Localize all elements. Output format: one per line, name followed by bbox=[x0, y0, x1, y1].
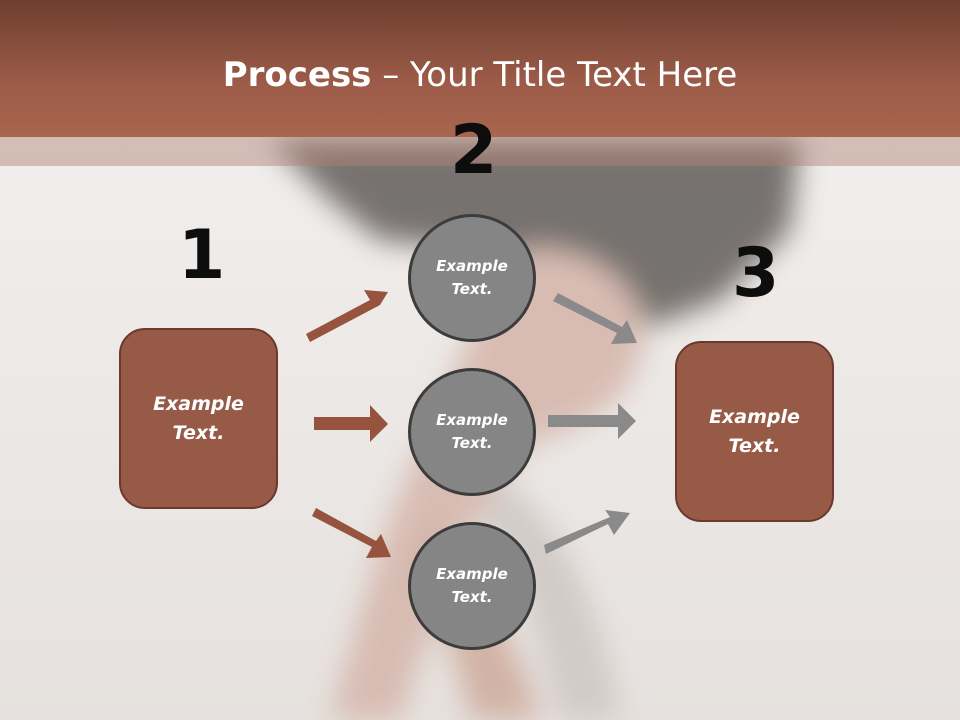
title-band bbox=[0, 137, 960, 166]
step-number-1: 1 bbox=[178, 216, 226, 295]
step-number-3: 3 bbox=[732, 234, 780, 313]
circle-top-line-1: Example bbox=[436, 257, 508, 275]
circle-middle: Example Text. bbox=[408, 368, 536, 496]
left-box-line-2: Text. bbox=[172, 421, 225, 444]
step-number-2: 2 bbox=[450, 111, 498, 190]
title-bold: Process bbox=[222, 55, 372, 95]
circle-middle-text: Example Text. bbox=[436, 409, 508, 455]
left-step-box: Example Text. bbox=[119, 328, 278, 509]
arrow-left-to-mid bbox=[314, 405, 388, 442]
circle-bottom: Example Text. bbox=[408, 522, 536, 650]
arrow-left-to-top bbox=[306, 290, 388, 342]
circle-top-text: Example Text. bbox=[436, 255, 508, 301]
slide-title: Process – Your Title Text Here bbox=[0, 52, 960, 98]
circle-top: Example Text. bbox=[408, 214, 536, 342]
right-box-text: Example Text. bbox=[709, 403, 800, 461]
arrow-bottom-to-right bbox=[544, 510, 630, 554]
left-box-text: Example Text. bbox=[153, 390, 244, 448]
circle-bottom-line-1: Example bbox=[436, 565, 508, 583]
title-rest: – Your Title Text Here bbox=[371, 55, 738, 95]
circle-top-line-2: Text. bbox=[451, 280, 493, 298]
right-step-box: Example Text. bbox=[675, 341, 834, 522]
circle-middle-line-1: Example bbox=[436, 411, 508, 429]
circle-middle-line-2: Text. bbox=[451, 434, 493, 452]
circle-bottom-line-2: Text. bbox=[451, 588, 493, 606]
right-box-line-2: Text. bbox=[728, 434, 781, 457]
arrow-left-to-bottom bbox=[312, 508, 391, 558]
left-box-line-1: Example bbox=[153, 392, 244, 415]
title-bar bbox=[0, 0, 960, 137]
circle-bottom-text: Example Text. bbox=[436, 563, 508, 609]
arrow-top-to-right bbox=[553, 293, 637, 344]
right-box-line-1: Example bbox=[709, 405, 800, 428]
arrow-mid-to-right bbox=[548, 403, 636, 439]
